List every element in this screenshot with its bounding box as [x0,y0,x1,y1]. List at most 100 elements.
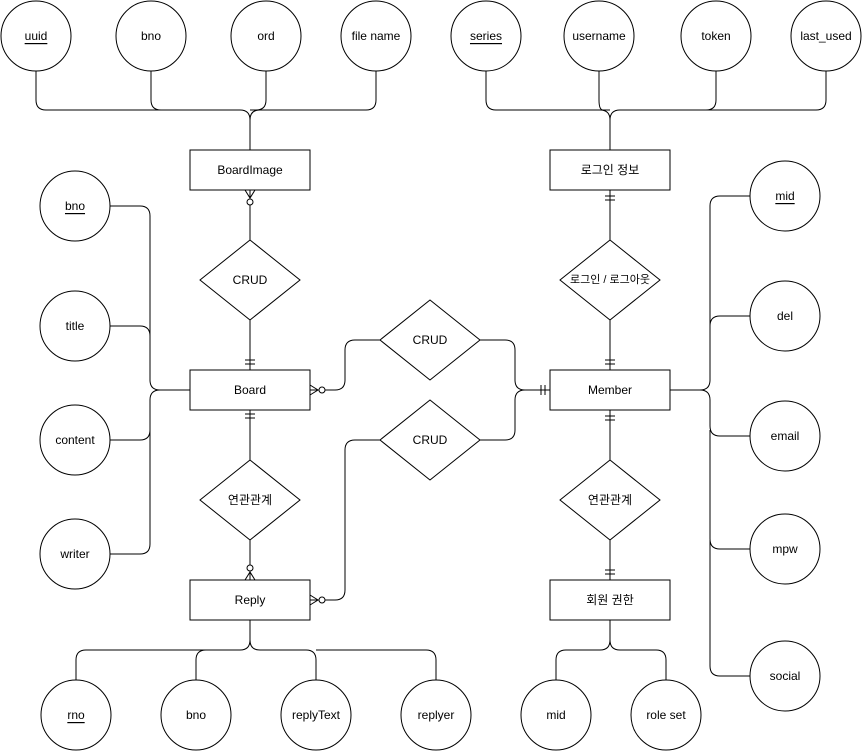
entity-boardimage-label: BoardImage [217,163,283,177]
relation-member-role[interactable]: 연관관계 [559,459,661,541]
entity-member-role[interactable]: 회원 권한 [549,579,671,621]
entity-reply[interactable]: Reply [189,579,311,621]
relation-member-reply-crud[interactable]: CRUD [379,399,481,481]
attribute-board-writer-ellipse [39,518,111,590]
edge-mid-role [555,620,611,680]
entity-board[interactable]: Board [189,369,311,411]
attribute-member-role-mid-label: mid [546,708,565,722]
attribute-boardimage-bno-label: bno [141,29,161,43]
edge-rno-reply [75,620,251,680]
attribute-boardimage-ord[interactable]: ord [230,0,302,72]
edge-content-board [110,389,161,441]
edge-filename-boardimage [249,70,377,121]
relation-member-board-crud[interactable]: CRUD [379,299,481,381]
attribute-member-social-label: social [770,669,801,683]
attribute-board-bno-ellipse [39,170,111,242]
relation-member-board-crud-label: CRUD [413,333,448,347]
attribute-board-title-label: title [66,319,85,333]
attribute-login-info-username[interactable]: username [563,0,635,72]
attribute-board-title-ellipse [39,290,111,362]
relation-member-reply-crud-label: CRUD [413,433,448,447]
attribute-member-role-mid-ellipse [520,679,592,751]
attribute-boardimage-file-name-ellipse [340,0,412,72]
entity-reply-label: Reply [235,593,266,607]
edge-lastused-login [609,70,827,121]
attribute-boardimage-bno[interactable]: bno [115,0,187,72]
one-mark-member-left [540,385,546,395]
edge-replytext-reply [249,639,317,680]
edge-crud-upper-member [480,339,550,391]
attribute-board-writer-label: writer [59,547,89,561]
attribute-board-writer[interactable]: writer [39,518,111,590]
attribute-reply-replytext[interactable]: replyText [280,679,352,751]
attribute-board-content-label: content [55,433,95,447]
attribute-login-info-series[interactable]: series [450,0,522,72]
edge-bno-boardimage [150,70,240,111]
attribute-member-role-mid[interactable]: mid [520,679,592,751]
attribute-login-info-last-used-label: last_used [800,29,851,43]
edge-uuid-boardimage [35,70,251,150]
crowfoot-zero-many-reply-right [309,594,326,606]
attribute-member-social[interactable]: social [749,640,821,712]
attribute-reply-bno[interactable]: bno [160,679,232,751]
entity-board-label: Board [234,383,266,397]
attribute-member-mid-label: mid [775,189,794,203]
attribute-member-role-role-set[interactable]: role set [630,679,702,751]
relation-board-reply[interactable]: 연관관계 [199,459,301,541]
edge-ord-boardimage [250,70,267,111]
entity-login-info[interactable]: 로그인 정보 [549,149,671,191]
entity-login-info-label: 로그인 정보 [581,163,640,177]
crowfoot-zero-many-boardimage [244,189,256,206]
edge-replyer-reply [316,649,437,680]
attribute-reply-bno-label: bno [186,708,206,722]
one-mark-member-bottom [605,415,615,421]
edge-series-login [485,70,611,150]
crowfoot-zero-many-reply-top [244,564,256,581]
edge-del-member [709,315,750,327]
attribute-member-del-label: del [777,309,793,323]
relation-boardimage-crud[interactable]: CRUD [199,239,301,321]
attribute-reply-replyer[interactable]: replyer [400,679,472,751]
entity-member[interactable]: Member [549,369,671,411]
attribute-member-del-ellipse [749,280,821,352]
attribute-board-bno-label: bno [65,199,85,213]
crowfoot-zero-many-board-right [309,384,326,396]
attribute-member-mid[interactable]: mid [749,160,821,232]
one-mark-member-top [605,359,615,365]
attribute-member-del[interactable]: del [749,280,821,352]
attribute-member-email[interactable]: email [749,400,821,472]
attribute-member-email-ellipse [749,400,821,472]
edge-writer-board [110,430,151,555]
relation-board-reply-label: 연관관계 [228,493,272,507]
attribute-login-info-username-ellipse [563,0,635,72]
attribute-reply-rno-ellipse [40,679,112,751]
relation-boardimage-crud-label: CRUD [233,273,268,287]
attribute-member-mpw[interactable]: mpw [749,513,821,585]
one-mark-board-top [245,359,255,365]
attribute-boardimage-uuid[interactable]: uuid [0,0,72,72]
attribute-boardimage-ord-label: ord [257,29,274,43]
edge-mpw-member [709,430,750,550]
edge-email-member [699,389,750,437]
attribute-login-info-last-used[interactable]: last_used [790,0,862,72]
one-mark-login-bottom [605,195,615,201]
attribute-reply-rno[interactable]: rno [40,679,112,751]
entity-boardimage[interactable]: BoardImage [189,149,311,191]
relation-login-logout[interactable]: 로그인 / 로그아웃 [559,239,661,321]
attribute-board-bno[interactable]: bno [39,170,111,242]
attribute-boardimage-file-name[interactable]: file name [340,0,412,72]
attribute-login-info-series-ellipse [450,0,522,72]
attribute-reply-replytext-label: replyText [292,708,341,722]
attribute-reply-bno-ellipse [160,679,232,751]
attribute-boardimage-uuid-label: uuid [25,29,48,43]
edge-roleset-role [609,639,667,680]
attribute-login-info-token[interactable]: token [680,0,752,72]
edge-token-login [620,70,717,111]
attribute-login-info-token-ellipse [680,0,752,72]
attribute-board-content[interactable]: content [39,404,111,476]
attribute-member-role-role-set-ellipse [630,679,702,751]
attribute-member-mpw-label: mpw [772,542,798,556]
attribute-board-title[interactable]: title [39,290,111,362]
attribute-member-mid-ellipse [749,160,821,232]
attribute-reply-replytext-ellipse [280,679,352,751]
